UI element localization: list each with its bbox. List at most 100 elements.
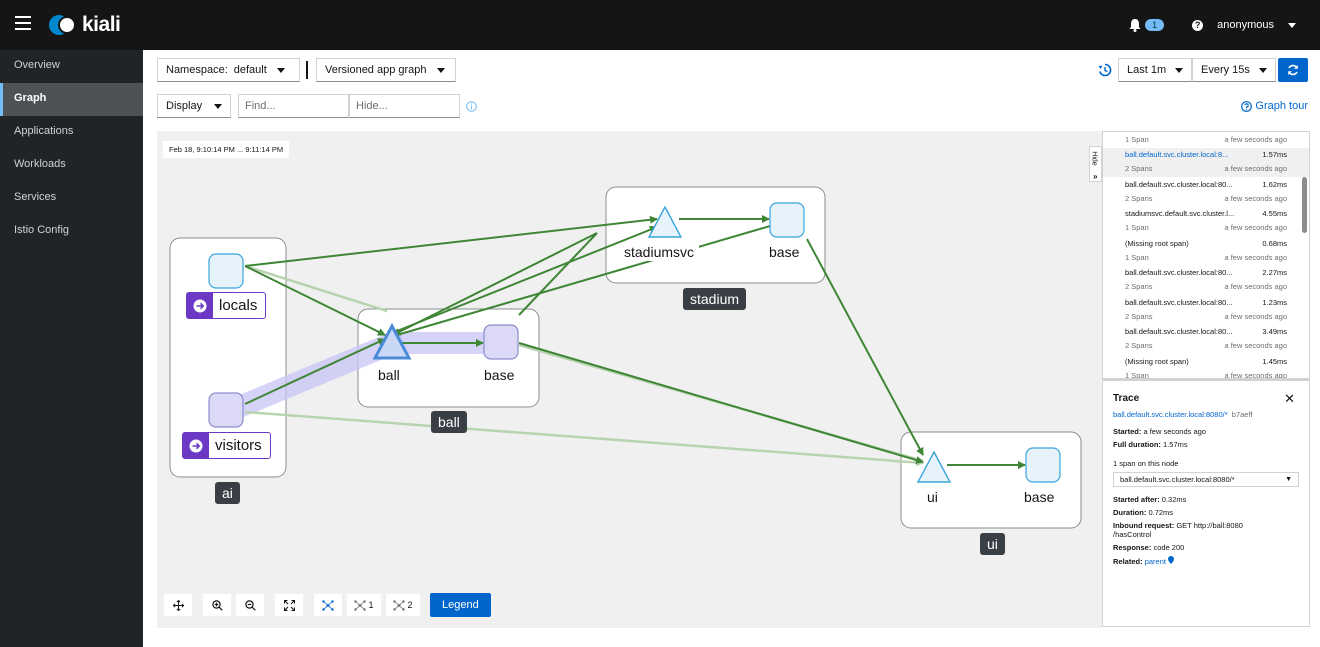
trace-item[interactable]: ball.default.svc.cluster.local:80...1.23…	[1103, 295, 1309, 325]
traces-scrollbar[interactable]	[1302, 177, 1307, 233]
edge	[244, 338, 386, 405]
trace-item[interactable]: ball.default.svc.cluster.local:80...2.27…	[1103, 266, 1309, 296]
find-input[interactable]: Find...	[238, 94, 349, 118]
time-range-select[interactable]: Last 1m	[1118, 58, 1192, 82]
layout-2-label: 2	[407, 600, 413, 610]
sidebar-item-overview[interactable]: Overview	[14, 59, 60, 71]
trace-item-spans: 1 Span	[1125, 223, 1149, 232]
hide-input[interactable]: Hide...	[349, 94, 460, 118]
trace-item-spans: 1 Span	[1125, 252, 1149, 262]
sidebar-item-istio-config[interactable]: Istio Config	[14, 224, 70, 236]
node-locals-workload[interactable]	[208, 253, 244, 289]
node-ball-service[interactable]	[372, 322, 412, 360]
box-label-ball[interactable]: ball	[431, 411, 467, 433]
trace-item-duration: 1.57ms	[1262, 150, 1287, 159]
node-label-ui[interactable]: ui	[922, 488, 943, 506]
trace-item-ago: a few seconds ago	[1224, 193, 1287, 203]
trace-item-ago: a few seconds ago	[1224, 370, 1287, 379]
node-label-ball-base[interactable]: base	[479, 366, 520, 384]
edge	[396, 222, 778, 336]
zoom-out-icon	[244, 599, 256, 611]
box-label-stadium[interactable]: stadium	[683, 288, 747, 310]
double-chevron-icon: »	[1093, 172, 1098, 181]
service-graph[interactable]	[157, 131, 1102, 628]
trace-item[interactable]: stadiumsvc.default.svc.cluster.l...4.55m…	[1103, 207, 1309, 237]
user-caret-icon[interactable]	[1288, 22, 1296, 28]
box-label-ai[interactable]: ai	[215, 482, 240, 504]
sidebar-item-graph[interactable]: Graph	[0, 83, 143, 116]
spans-on-node: 1 span on this node	[1113, 459, 1179, 468]
topology-icon	[393, 599, 406, 611]
edge	[396, 225, 658, 332]
display-select[interactable]: Display	[157, 94, 231, 118]
sidebar-item-services[interactable]: Services	[14, 191, 57, 203]
notification-badge[interactable]: 1	[1145, 19, 1165, 31]
zoom-out-button[interactable]	[235, 593, 265, 617]
hamburger-menu-icon[interactable]	[15, 16, 31, 30]
masthead: kiali 1 ? anonymous	[0, 0, 1320, 50]
fit-graph-button[interactable]	[274, 593, 304, 617]
node-label-ui-base[interactable]: base	[1019, 488, 1060, 506]
trace-item[interactable]: ball.default.svc.cluster.local:80...3.49…	[1103, 325, 1309, 355]
graph-tour-link[interactable]: Graph tour	[1241, 100, 1308, 112]
node-ui-base-workload[interactable]	[1025, 447, 1061, 483]
node-label-visitors[interactable]: visitors	[182, 432, 271, 459]
node-ball-base-workload[interactable]	[483, 324, 519, 360]
layout-1-label: 1	[368, 600, 374, 610]
fit-center-button[interactable]	[163, 593, 193, 617]
inbound-value: GET http://ball:8080	[1176, 521, 1243, 530]
box-label-ui[interactable]: ui	[980, 533, 1005, 555]
graph-canvas[interactable]: locals visitors ball base stadiumsvc bas…	[157, 131, 1102, 628]
help-icon[interactable]: ?	[1192, 19, 1204, 31]
node-visitors-workload[interactable]	[208, 392, 244, 428]
graph-type-select[interactable]: Versioned app graph	[316, 58, 456, 82]
node-label-ball[interactable]: ball	[373, 366, 405, 384]
node-stadiumsvc-service[interactable]	[647, 205, 683, 238]
trace-item-ago: a few seconds ago	[1224, 252, 1287, 262]
trace-name-link[interactable]: ball.default.svc.cluster.local:8080/*	[1113, 410, 1228, 419]
related-parent-link[interactable]: parent	[1144, 557, 1166, 566]
kiali-logo[interactable]: kiali	[48, 12, 121, 38]
zoom-in-button[interactable]	[202, 593, 232, 617]
legend-button[interactable]: Legend	[430, 593, 491, 617]
trace-item-spans: 2 Spans	[1125, 311, 1153, 321]
layout-1-button[interactable]: 1	[346, 593, 382, 617]
edge-faded	[244, 264, 388, 313]
refresh-button[interactable]	[1278, 58, 1308, 82]
bell-icon[interactable]	[1129, 18, 1141, 32]
arrow-circle-icon	[183, 433, 209, 458]
visitors-label-text: visitors	[215, 437, 262, 454]
trace-item[interactable]: ball.default.svc.cluster.local:80...1.62…	[1103, 177, 1309, 207]
sidebar-item-applications[interactable]: Applications	[14, 125, 74, 137]
refresh-interval-select[interactable]: Every 15s	[1192, 58, 1276, 82]
node-label-locals[interactable]: locals	[186, 292, 267, 319]
response-label: Response:	[1113, 543, 1152, 552]
trace-item-duration: 1.62ms	[1262, 179, 1287, 189]
info-icon[interactable]	[466, 100, 477, 112]
node-label-stadiumsvc[interactable]: stadiumsvc	[619, 243, 700, 261]
sidebar-item-workloads[interactable]: Workloads	[14, 158, 66, 170]
logo-text: kiali	[82, 13, 121, 36]
layout-2-button[interactable]: 2	[385, 593, 421, 617]
close-icon[interactable]: ✕	[1284, 391, 1295, 406]
span-select[interactable]: ball.default.svc.cluster.local:8080/* ▼	[1113, 472, 1299, 487]
layout-default-button[interactable]	[313, 593, 343, 617]
trace-item[interactable]: ball.default.svc.cluster.local:8...1.57m…	[1103, 147, 1309, 177]
inbound-value-path: /hasControl	[1113, 530, 1152, 539]
sidebar-nav: Overview Graph Applications Workloads Se…	[0, 50, 143, 647]
node-label-stadium-base[interactable]: base	[764, 243, 805, 261]
namespace-select[interactable]: Namespace: default	[157, 58, 300, 82]
trace-item-ago: a few seconds ago	[1224, 134, 1287, 144]
trace-item-duration: 1.23ms	[1262, 297, 1287, 307]
user-name[interactable]: anonymous	[1217, 19, 1274, 31]
hide-panel-tab[interactable]: » Hide	[1089, 146, 1102, 182]
graph-type-value: Versioned app graph	[325, 64, 427, 76]
trace-id: b7aeff	[1231, 410, 1253, 419]
question-circle-icon	[1241, 100, 1253, 112]
node-stadium-base-workload[interactable]	[769, 202, 805, 238]
node-ui-service[interactable]	[916, 450, 952, 483]
